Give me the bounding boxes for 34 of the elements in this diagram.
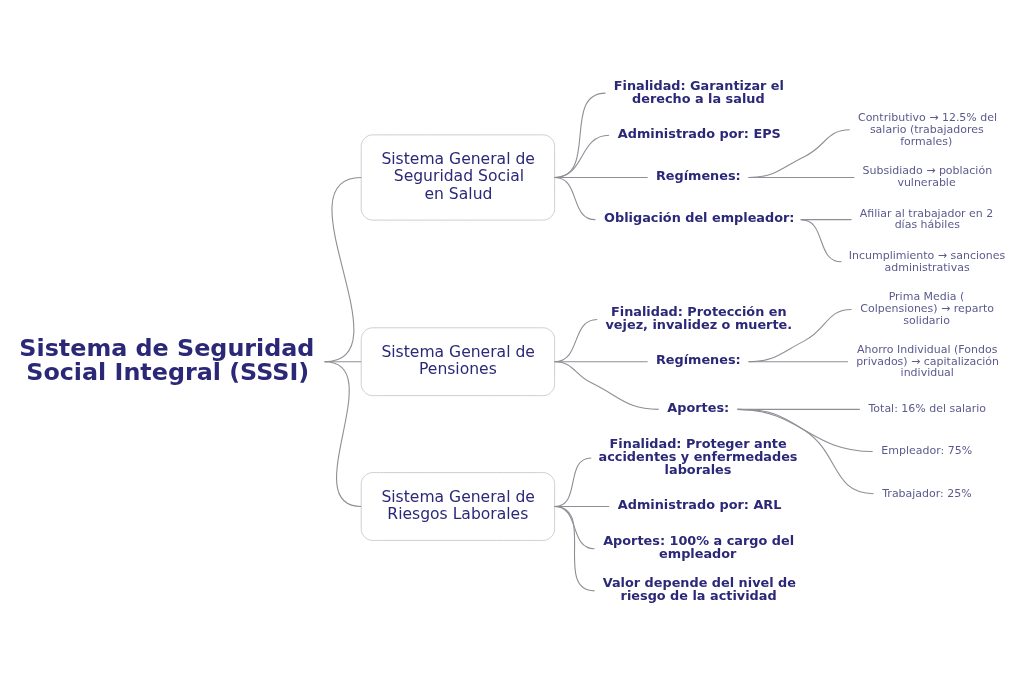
node-text: Afiliar al trabajador en 2 días hábiles [859, 206, 994, 232]
node-text: Trabajador: 25% [882, 486, 972, 500]
node-text: Finalidad: Garantizar el derecho a la salud [613, 77, 784, 106]
node-text: Ahorro Individual (Fondos privados) → capitalización individual [856, 342, 1000, 380]
node-text: Prima Media ( Colpensiones) → reparto solidario [860, 290, 995, 328]
node-text: Incumplimiento → sanciones administrativas [848, 248, 1006, 274]
connector [800, 219, 843, 263]
node-box: Sistema General de Riesgos Laborales [360, 472, 556, 541]
node-text: Regímenes: [655, 352, 741, 368]
connector [324, 361, 362, 508]
connector [554, 176, 596, 221]
node-text: Obligación del empleador: [604, 210, 795, 226]
node-text: Administrado por: ARL [617, 496, 782, 512]
node-text: Contributivo → 12.5% del salario (trabajadores formales) [857, 110, 998, 148]
node-box: Sistema General de Pensiones [360, 327, 556, 397]
node-text: Administrado por: EPS [617, 125, 781, 141]
node-text: Sistema de Seguridad Social Integral (SSSI) [19, 334, 315, 386]
connector [554, 505, 596, 550]
connector [554, 505, 596, 592]
node-box: Sistema General de Seguridad Social en Salud [360, 134, 556, 221]
connector [747, 361, 849, 363]
node-text: Finalidad: Protección en vejez, invalidez o muerte. [605, 304, 793, 332]
node-text: Subsidiado → población vulnerable [862, 164, 993, 190]
connector [554, 361, 660, 410]
connector [747, 176, 855, 179]
node-text: Finalidad: Proteger ante accidentes y enfermedades laborales [598, 436, 798, 477]
node-text: Valor depende del nivel de riesgo de la actividad [602, 575, 796, 604]
node-text: Total: 16% del salario [868, 402, 987, 416]
node-text: Regímenes: [655, 167, 741, 183]
node-text: Aportes: 100% a cargo del empleador [603, 533, 795, 562]
connector [736, 408, 875, 495]
node-text: Empleador: 75% [881, 444, 973, 458]
node-text: Aportes: [667, 399, 730, 415]
connector [747, 308, 853, 363]
